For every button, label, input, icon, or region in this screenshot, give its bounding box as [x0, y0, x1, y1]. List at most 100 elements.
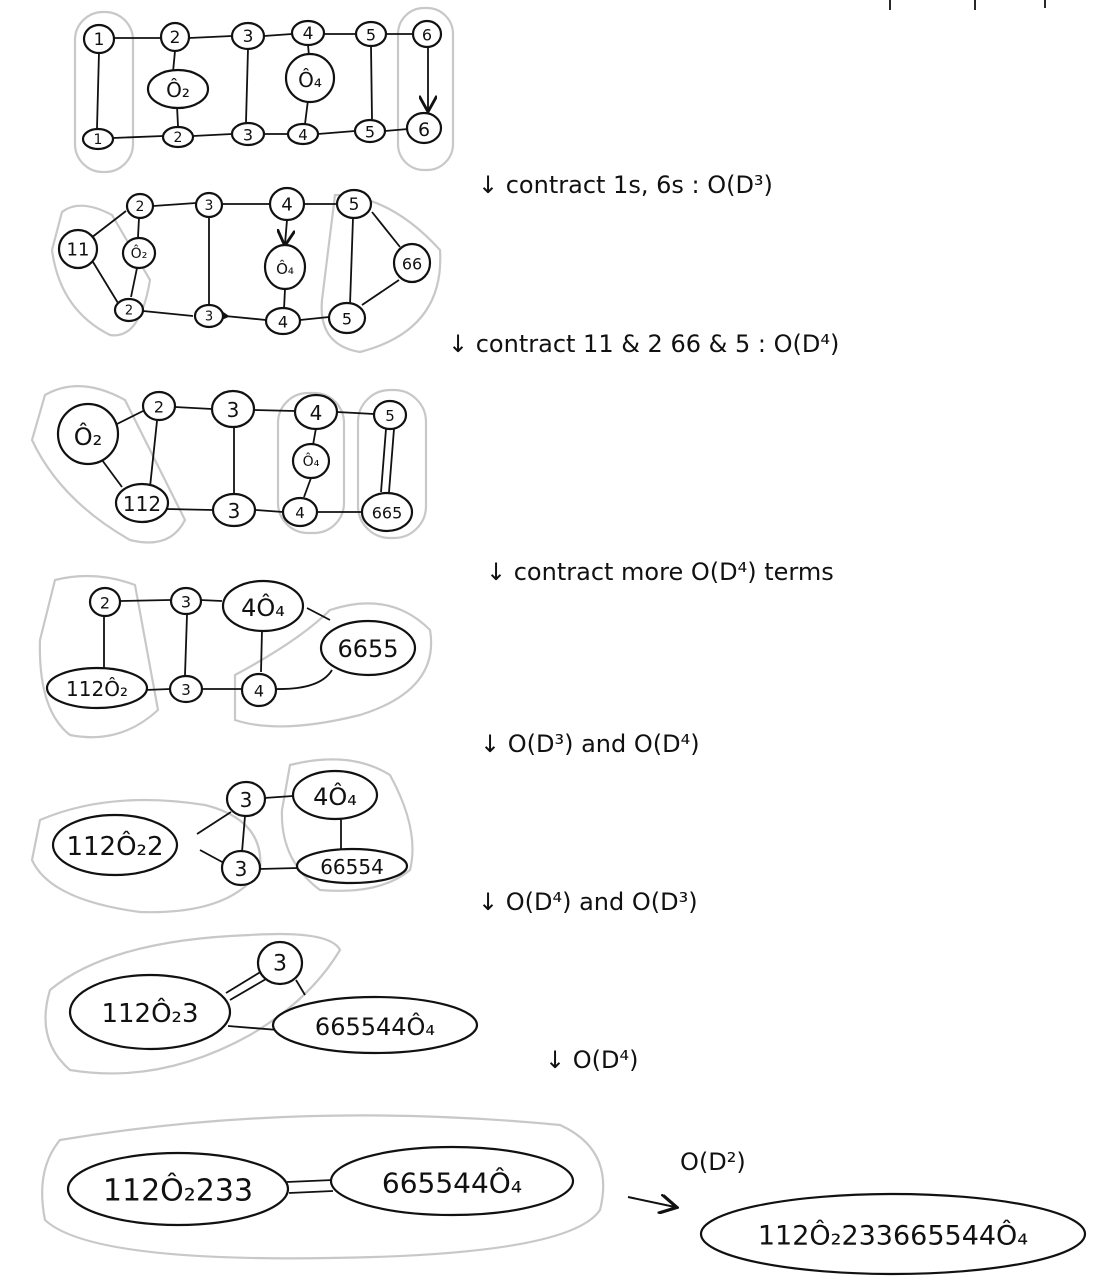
node-4-bottom [286, 122, 320, 146]
annotation-step-4: ↓ contract more O(D⁴) terms [486, 558, 834, 586]
node-66554 [295, 847, 409, 885]
node-1-bottom-label: 1 [94, 132, 103, 148]
node-5-bottom [327, 301, 367, 335]
node-5-bottom-label: 5 [365, 123, 375, 142]
step-4: ↓ contract more O(D⁴) terms 2 3 4Ô₄ 6655… [38, 558, 834, 739]
step-8: O(D²) 112Ô₂233665544Ô₄ [627, 1148, 1087, 1276]
node-665544o4-label: 665544Ô₄ [382, 1166, 522, 1200]
node-o4 [263, 243, 307, 291]
node-5-bottom-label: 5 [342, 310, 352, 329]
node-2-top-label: 2 [170, 28, 181, 48]
node-3-top-label: 3 [243, 27, 254, 47]
group-hull-4s [276, 391, 346, 535]
node-o4 [284, 52, 336, 104]
node-o2-label: Ô₂ [74, 421, 103, 451]
node-3 [256, 940, 304, 986]
node-3-top [194, 191, 224, 219]
node-5-bottom [353, 118, 387, 144]
node-3-bottom [193, 303, 225, 329]
group-hull-o2-112 [30, 385, 187, 544]
node-4-bottom-label: 4 [295, 504, 305, 522]
node-2-top-label: 2 [136, 199, 145, 215]
node-3-bottom-label: 3 [243, 126, 253, 145]
step-5: ↓ O(D³) and O(D⁴) 112Ô₂2 3 3 4Ô₄ 66554 [30, 730, 700, 914]
node-3-bottom-label: 3 [235, 857, 248, 881]
step-1: 1 2 3 4 5 6 Ô₂ Ô₄ 1 2 3 4 5 6 [73, 6, 455, 174]
node-665544o4 [271, 995, 479, 1055]
node-665544o4-label: 665544Ô₄ [315, 1011, 435, 1041]
node-1-top [82, 23, 116, 55]
group-hull-66 [320, 193, 442, 354]
node-4o4-label: 4Ô₄ [313, 781, 357, 811]
node-6-top-label: 6 [422, 26, 432, 45]
annotation-step-3: ↓ contract 11 & 2 66 & 5 : O(D⁴) [448, 330, 839, 358]
node-6655 [319, 619, 417, 677]
node-66554-label: 66554 [320, 855, 384, 879]
group-hull-1s [73, 10, 135, 174]
node-4-top [293, 393, 339, 431]
node-2-label: 2 [100, 594, 110, 613]
node-final [699, 1192, 1087, 1276]
node-3-top [210, 389, 256, 429]
group-hull-112o23-3 [44, 932, 342, 1075]
right-arrow-icon [627, 1197, 675, 1207]
node-o2 [121, 236, 157, 270]
group-hull-6s [396, 6, 455, 172]
node-4o4 [221, 579, 305, 633]
node-112 [114, 482, 170, 524]
node-o2-label: Ô₂ [166, 78, 190, 102]
node-3-bottom [220, 849, 262, 887]
node-11-label: 11 [67, 240, 90, 261]
annotation-step-5: ↓ O(D³) and O(D⁴) [480, 730, 700, 758]
node-11 [57, 228, 99, 270]
group-hull-4-6655 [233, 602, 433, 728]
node-5-top-label: 5 [385, 407, 395, 425]
node-3-bottom-label: 3 [205, 310, 213, 325]
node-112o22-label: 112Ô₂2 [66, 830, 163, 862]
node-112o2233-label: 112Ô₂233 [103, 1172, 253, 1209]
step-3: ↓ contract 11 & 2 66 & 5 : O(D⁴) Ô₂ 2 3 … [30, 330, 839, 544]
annotation-step-2: ↓ contract 1s, 6s : O(D³) [478, 171, 773, 199]
group-hull-2-112o2 [38, 574, 160, 739]
node-6-top [411, 19, 443, 49]
node-112o2-label: 112Ô₂ [66, 677, 128, 701]
node-6655-label: 6655 [337, 635, 398, 663]
node-665 [360, 491, 414, 533]
node-112o23-label: 112Ô₂3 [101, 997, 198, 1029]
node-3-bottom [211, 492, 257, 528]
node-112o23 [68, 973, 232, 1051]
node-112-label: 112 [123, 492, 161, 516]
node-4-bottom [240, 672, 278, 708]
node-2-bottom-label: 2 [125, 304, 133, 319]
node-4-bottom [264, 306, 302, 336]
node-2-top-label: 2 [154, 398, 164, 417]
node-4-bottom [281, 496, 319, 528]
node-5-top [335, 188, 373, 220]
node-5-top-label: 5 [349, 195, 360, 215]
node-o2 [146, 68, 210, 110]
node-4-top-label: 4 [281, 195, 292, 216]
node-66 [392, 242, 432, 284]
node-2-top [159, 21, 191, 53]
node-112o22 [51, 813, 179, 877]
node-2-bottom [113, 297, 145, 323]
node-3-top-label: 3 [181, 593, 191, 612]
node-1-top-label: 1 [94, 30, 105, 50]
node-665-label: 665 [372, 504, 403, 523]
node-o2-label: Ô₂ [131, 244, 148, 262]
step-2: ↓ contract 1s, 6s : O(D³) 11 2 3 4 5 66 … [50, 171, 773, 354]
node-66-label: 66 [402, 255, 422, 274]
node-4-top [268, 186, 306, 222]
node-3-top [230, 21, 266, 51]
node-2-top [125, 192, 155, 220]
node-6-bottom-label: 6 [418, 119, 430, 141]
node-o4-label: Ô₄ [276, 259, 294, 278]
annotation-step-6: ↓ O(D⁴) and O(D³) [478, 888, 698, 916]
node-4-top-label: 4 [310, 401, 323, 425]
node-3-top-label: 3 [205, 198, 214, 214]
node-3-top-label: 3 [240, 788, 253, 812]
node-final-label: 112Ô₂233665544Ô₄ [758, 1220, 1028, 1252]
annotation-step-8: O(D²) [680, 1148, 746, 1176]
node-o2 [56, 402, 120, 466]
